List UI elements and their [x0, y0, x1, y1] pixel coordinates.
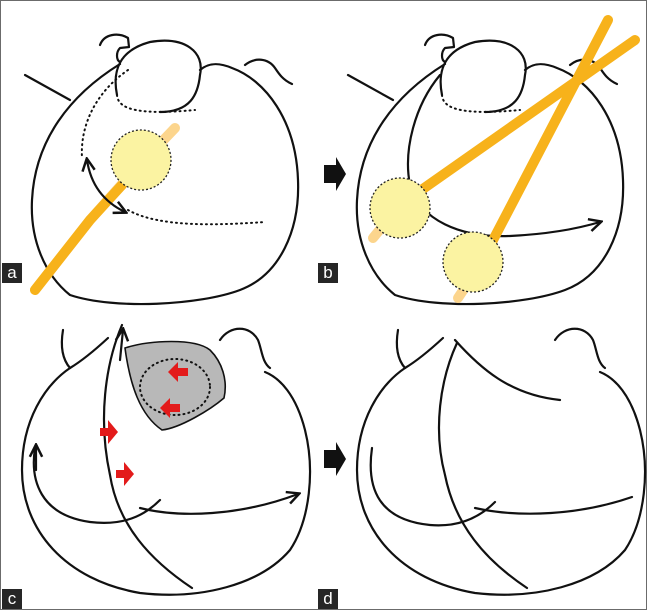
panel-c-bottom-curve — [140, 494, 298, 514]
panel-b-disc-right — [443, 232, 503, 292]
panel-a — [25, 35, 298, 304]
panel-c — [22, 325, 310, 595]
panel-c-appendage — [62, 330, 108, 368]
panel-d-right-hook — [555, 329, 605, 368]
panel-b-upper-lobe — [441, 41, 526, 112]
panel-label-a: a — [2, 263, 22, 283]
panel-d — [357, 329, 645, 595]
panel-label-b: b — [318, 263, 338, 283]
panel-b-band-left — [400, 40, 635, 205]
red-arrow-icon — [116, 462, 134, 486]
panel-a-dotted-lobe-base — [117, 95, 195, 112]
right-arrow-icon — [324, 157, 346, 191]
panel-a-outline — [32, 64, 298, 304]
panel-a-upper-lobe — [116, 41, 201, 112]
panel-d-bottom-curve — [475, 497, 632, 514]
panel-c-left-loop — [34, 448, 160, 523]
panel-d-left-loop — [371, 448, 495, 525]
panel-d-upper-band — [455, 340, 560, 400]
panel-a-left-stub — [25, 75, 70, 100]
panel-a-appendage — [100, 35, 129, 62]
panel-b — [348, 20, 635, 304]
panel-b-dotted-lobe-base — [442, 95, 520, 112]
panel-c-right-hook — [220, 329, 270, 368]
panel-a-right-hook — [245, 60, 292, 84]
red-arrow-icon — [100, 420, 118, 444]
panel-d-outline — [357, 368, 645, 595]
panel-label-d: d — [318, 589, 338, 609]
panel-label-c: c — [2, 589, 22, 609]
panel-a-disc — [111, 130, 171, 190]
panel-b-left-stub — [348, 75, 393, 100]
panel-d-appendage — [397, 330, 443, 368]
panel-c-top-arrow — [120, 330, 123, 360]
panel-b-band-right — [480, 20, 608, 265]
panel-d-inner-divider — [439, 343, 527, 588]
panel-b-appendage — [425, 35, 454, 62]
panel-a-dotted-sep-lower — [128, 210, 265, 224]
panel-b-disc-left — [370, 178, 430, 238]
right-arrow-icon — [324, 442, 346, 476]
